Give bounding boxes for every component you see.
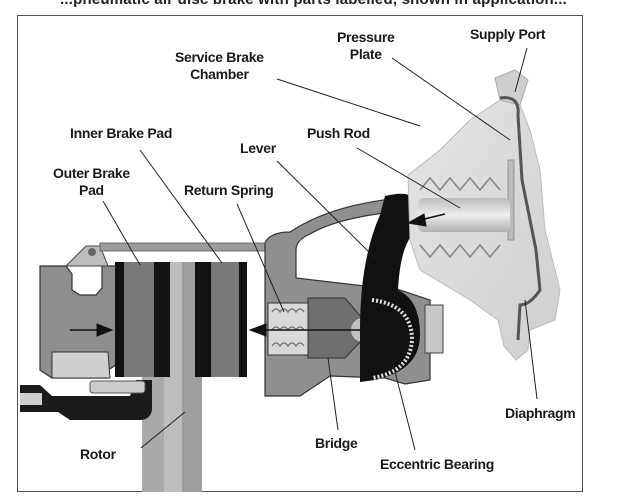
label-rotor: Rotor xyxy=(80,446,116,462)
inner-brake-pad xyxy=(195,262,247,377)
label-return-spring: Return Spring xyxy=(184,182,274,198)
leader-outer-brake-pad xyxy=(102,200,141,266)
label-eccentric-bearing: Eccentric Bearing xyxy=(380,456,494,472)
label-outer-brake-pad: Outer Brake Pad xyxy=(53,165,130,199)
force-arrows xyxy=(70,213,446,337)
leader-rotor xyxy=(140,411,186,449)
label-service-brake-chamber: Service Brake Chamber xyxy=(175,49,264,83)
mount-bolt xyxy=(20,393,42,405)
label-line: Pad xyxy=(79,182,104,198)
label-line: Plate xyxy=(349,46,382,62)
label-pressure-plate: Pressure Plate xyxy=(337,29,395,63)
label-push-rod: Push Rod xyxy=(307,125,370,141)
leader-eccentric-bearing xyxy=(391,359,416,451)
leader-lines xyxy=(102,47,538,451)
leader-lever xyxy=(276,160,376,259)
leader-supply-port xyxy=(514,47,528,93)
outer-brake-pad xyxy=(115,262,154,377)
caliper-foot xyxy=(89,380,146,394)
return-spring xyxy=(267,302,309,356)
label-supply-port: Supply Port xyxy=(470,26,546,42)
label-bridge: Bridge xyxy=(315,435,358,451)
leader-return-spring xyxy=(236,203,285,313)
leader-diaphragm xyxy=(524,299,538,400)
label-lever: Lever xyxy=(240,140,276,156)
caliper-rail xyxy=(99,242,276,252)
label-line: Outer Brake xyxy=(53,165,130,181)
caliper-mount xyxy=(20,380,152,420)
leader-push-rod xyxy=(356,147,461,209)
rotor-dark-face xyxy=(154,262,170,377)
leader-bridge xyxy=(327,357,339,431)
label-diaphragm: Diaphragm xyxy=(505,405,576,421)
label-line: Service Brake xyxy=(175,49,264,65)
label-line: Chamber xyxy=(190,66,249,82)
cutoff-caption: ...pneumatic air disc brake with parts l… xyxy=(60,0,567,8)
leader-inner-brake-pad xyxy=(139,149,223,264)
label-inner-brake-pad: Inner Brake Pad xyxy=(70,125,173,141)
leader-service-brake-chamber xyxy=(276,78,421,127)
caliper-housing xyxy=(39,245,117,379)
label-line: Pressure xyxy=(337,29,395,45)
push-rod xyxy=(418,198,510,232)
service-brake-chamber xyxy=(407,69,561,361)
eccentric-bearing xyxy=(371,298,415,380)
lever xyxy=(360,193,420,382)
leader-pressure-plate xyxy=(391,57,511,141)
